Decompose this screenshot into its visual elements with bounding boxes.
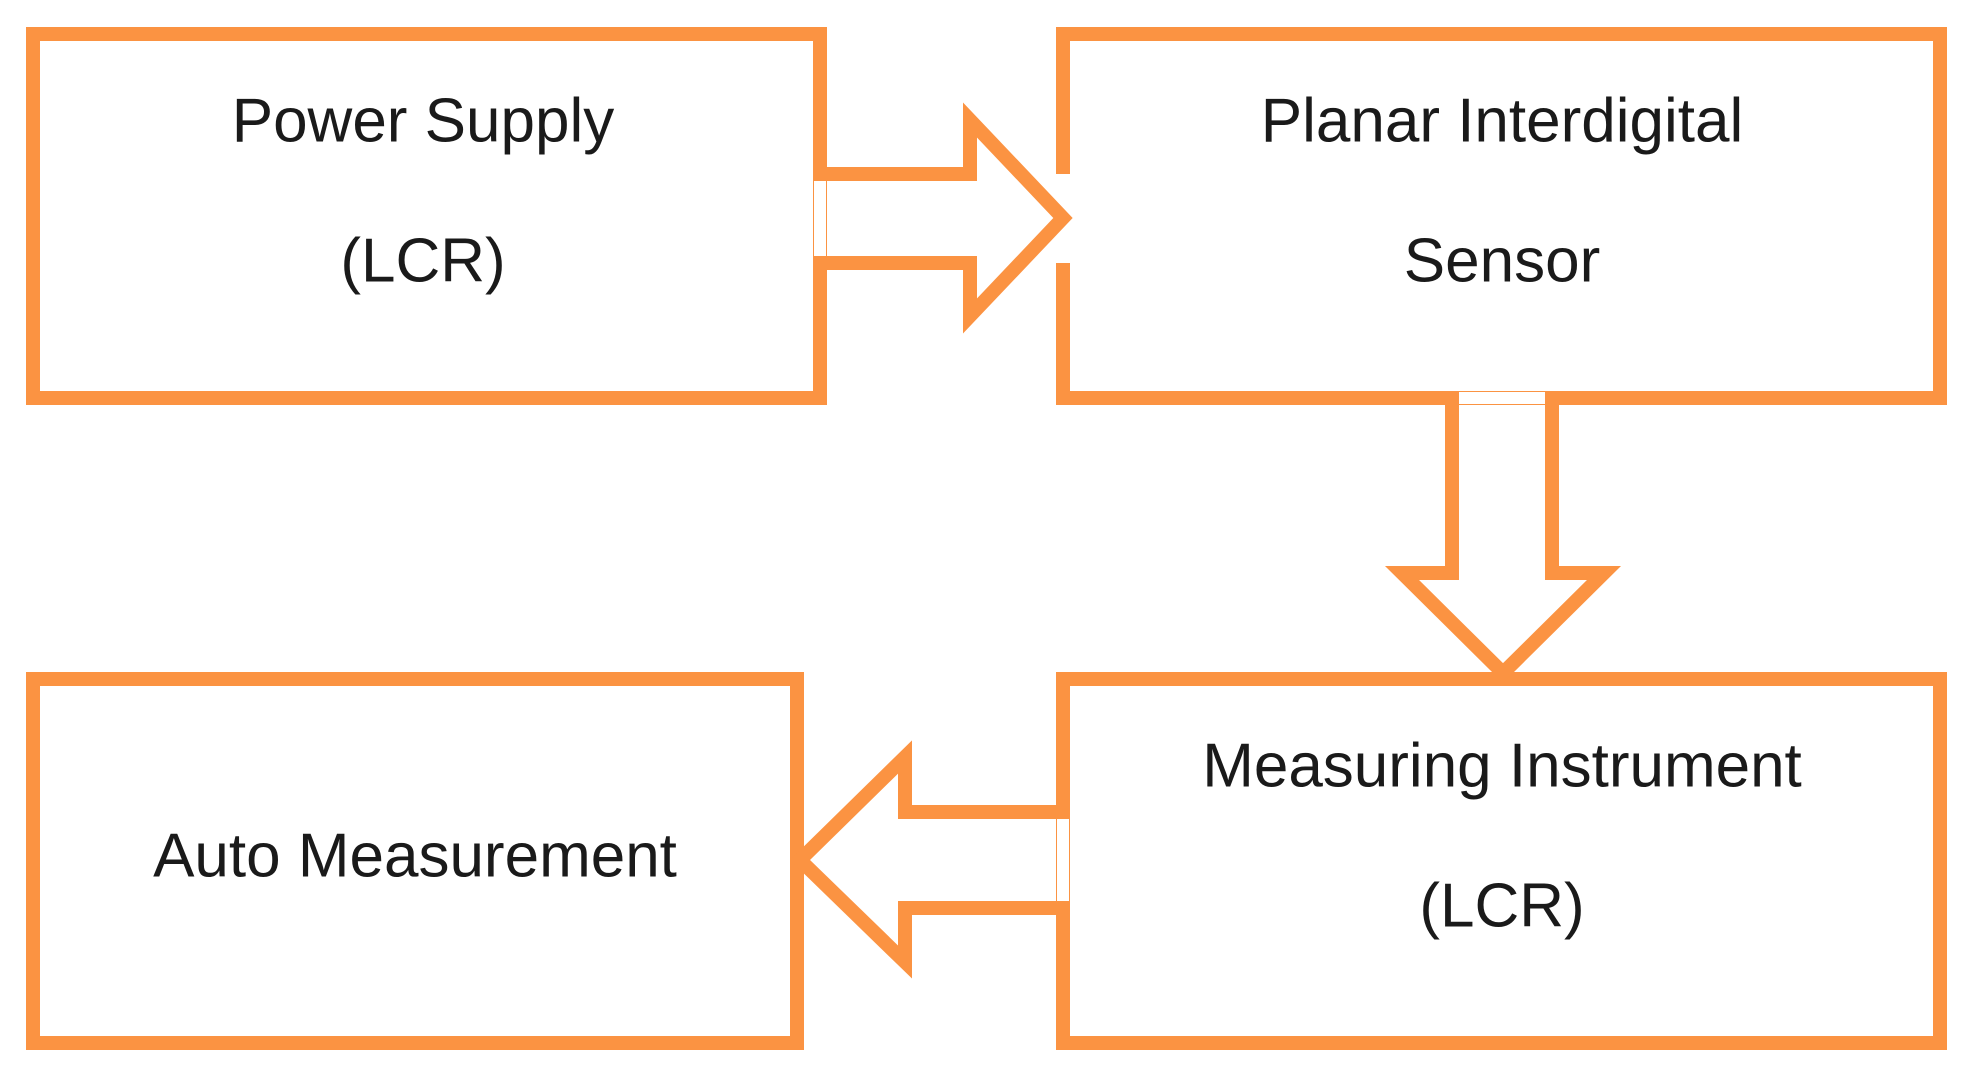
left-arrow-icon: [789, 740, 1070, 979]
sensor-label-line1: Planar Interdigital: [1261, 86, 1744, 155]
edge-measuring-instrument-to-auto-measurement[interactable]: [789, 740, 1070, 979]
left-arrow-tail-cleanup: [1057, 819, 1069, 901]
auto-measurement-label-line1: Auto Measurement: [153, 821, 677, 890]
measuring-instrument-label-line2: (LCR): [1419, 871, 1584, 940]
right-arrow-tail-cleanup: [814, 181, 826, 256]
down-arrow-icon: [1384, 391, 1622, 683]
auto-measurement-box-fill: [33, 679, 797, 1043]
sensor-label-line2: Sensor: [1404, 226, 1600, 295]
power-supply-label-line1: Power Supply: [232, 86, 615, 155]
power-supply-label-line2: (LCR): [340, 226, 505, 295]
edge-power-supply-to-sensor[interactable]: [813, 102, 1073, 334]
down-arrow-tail-cleanup: [1459, 392, 1545, 404]
sensor-box-outline-upper: [1056, 27, 1947, 405]
node-power-supply[interactable]: Power Supply (LCR): [26, 27, 827, 405]
measuring-instrument-label-line1: Measuring Instrument: [1202, 731, 1802, 800]
node-auto-measurement[interactable]: Auto Measurement: [26, 672, 804, 1050]
measuring-instrument-box-fill: [1070, 679, 1933, 1043]
measuring-instrument-box-outline: [1056, 672, 1947, 1050]
node-planar-interdigital-sensor[interactable]: Planar Interdigital Sensor: [1056, 27, 1947, 405]
node-measuring-instrument[interactable]: Measuring Instrument (LCR): [1056, 672, 1947, 1050]
sensor-box-fill: [1070, 34, 1933, 398]
power-supply-box-outline: [26, 27, 827, 405]
sensor-box-outline-lower: [1056, 263, 1450, 405]
right-arrow-icon: [813, 102, 1073, 334]
edge-sensor-to-measuring-instrument[interactable]: [1384, 391, 1622, 683]
power-supply-box-fill: [33, 34, 813, 398]
